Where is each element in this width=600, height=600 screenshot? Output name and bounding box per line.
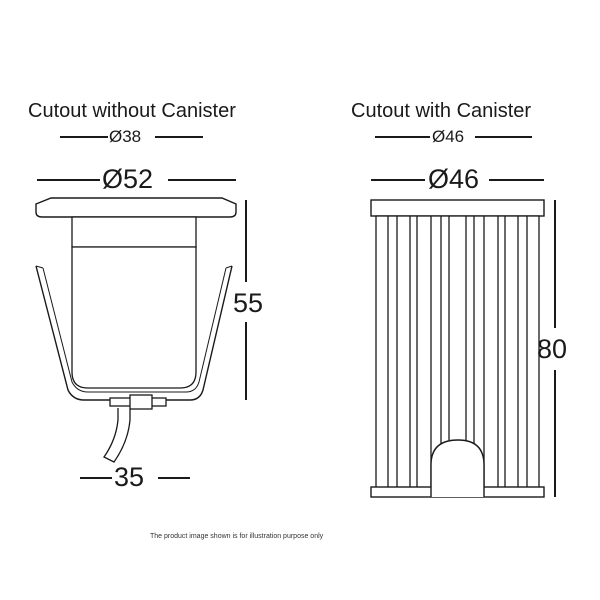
footnote: The product image shown is for illustrat… [150,533,324,540]
left-height-label: 55 [233,288,264,318]
left-bottom-width-label: 35 [114,462,145,492]
right-height-label: 80 [537,334,568,364]
right-width-label: Ø46 [428,164,480,194]
right-canister-drawing [370,199,545,498]
left-top-width-label: Ø52 [102,164,154,194]
right-title: Cutout with Canister [351,100,532,122]
left-cutout-diameter: Ø38 [109,127,142,146]
left-title: Cutout without Canister [28,100,236,122]
left-fitting-drawing [35,197,237,463]
right-cutout-diameter: Ø46 [432,127,465,146]
